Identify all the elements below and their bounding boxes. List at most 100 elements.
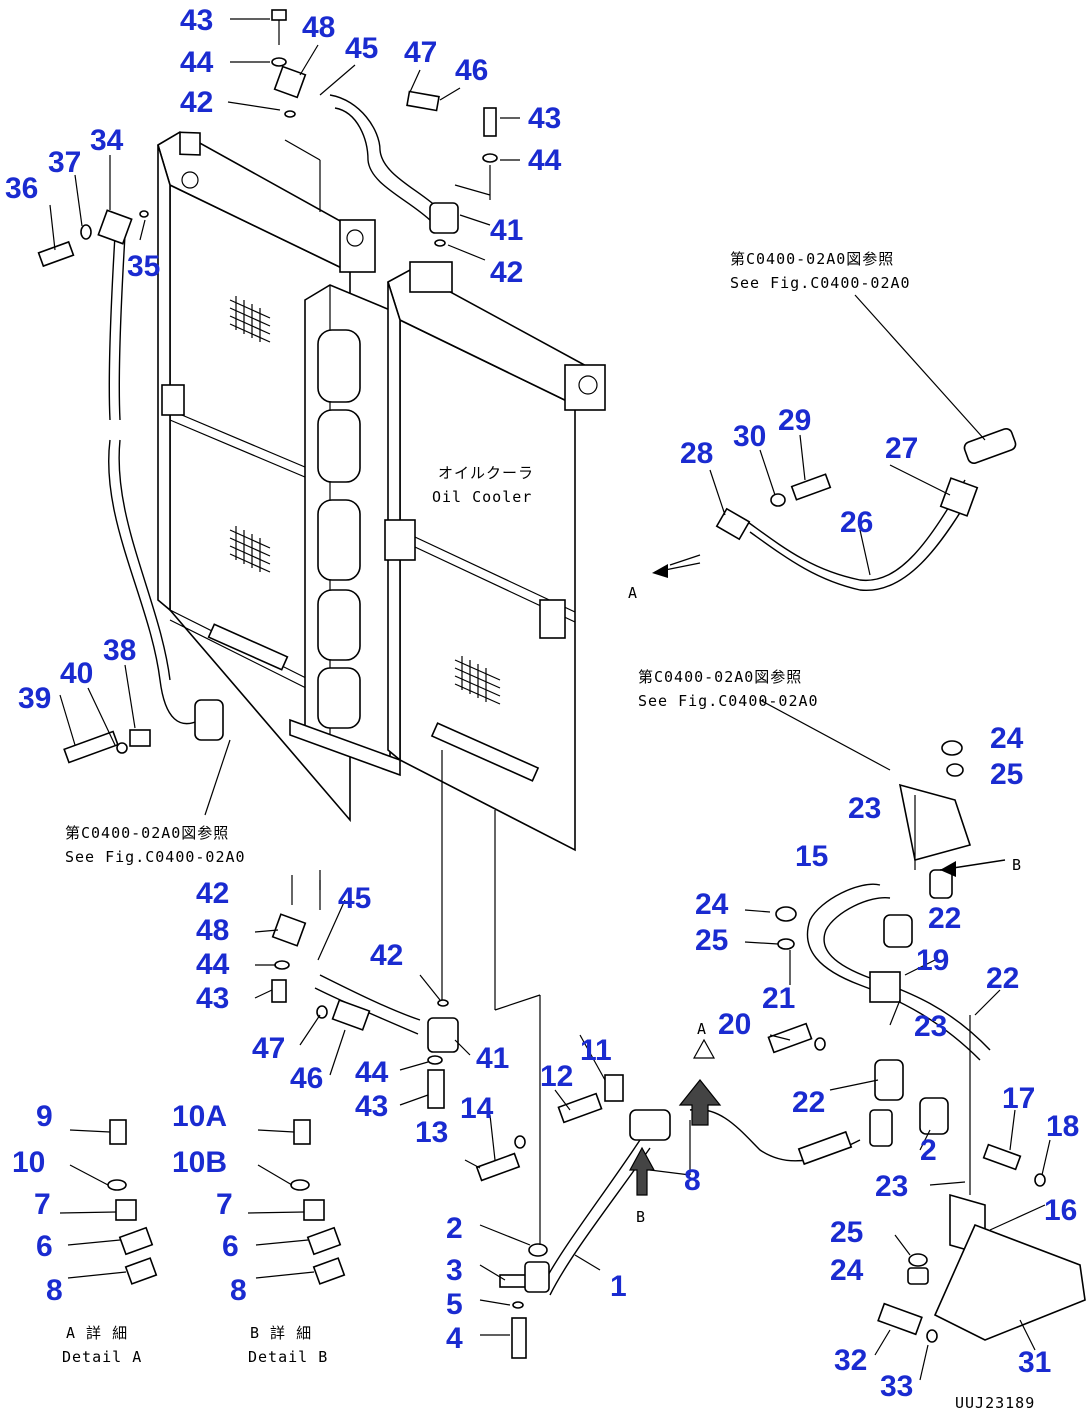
callout-10: 10: [12, 1146, 45, 1179]
arrow-a-top-icon: [652, 564, 668, 578]
callout-2: 2: [446, 1212, 463, 1245]
oil-cooler-label-en: Oil Cooler: [432, 488, 532, 506]
callout-23: 23: [875, 1170, 908, 1203]
callout-9: 9: [36, 1100, 53, 1133]
callout-8: 8: [230, 1274, 247, 1307]
callout-31: 31: [1018, 1346, 1051, 1379]
callout-42: 42: [490, 256, 523, 289]
callout-48: 48: [196, 914, 229, 947]
callout-40: 40: [60, 657, 93, 690]
flow-arrows: [628, 562, 1006, 1196]
ref-note-left-en: See Fig.C0400-02A0: [65, 848, 246, 866]
ref-note-top-jp: 第C0400-02A0図参照: [730, 250, 894, 268]
callout-37: 37: [48, 146, 81, 179]
callout-27: 27: [885, 432, 918, 465]
ref-note-mid-jp: 第C0400-02A0図参照: [638, 668, 802, 686]
callout-46: 46: [290, 1062, 323, 1095]
center-frame: [289, 284, 401, 777]
callout-46: 46: [455, 54, 488, 87]
callout-24: 24: [695, 888, 729, 921]
callout-7: 7: [34, 1188, 51, 1221]
arrow-label-b-lower: B: [636, 1208, 646, 1226]
callout-42: 42: [180, 86, 213, 119]
callout-44: 44: [196, 948, 230, 981]
callout-8: 8: [684, 1164, 701, 1197]
detail-b-title-en: Detail B: [248, 1348, 328, 1366]
callout-20: 20: [718, 1008, 751, 1041]
callout-15: 15: [795, 840, 828, 873]
callout-13: 13: [415, 1116, 448, 1149]
callout-43: 43: [196, 982, 229, 1015]
callout-23: 23: [914, 1010, 947, 1043]
callout-38: 38: [103, 634, 136, 667]
text-notes: 第C0400-02A0図参照 See Fig.C0400-02A0 第C0400…: [62, 250, 1035, 1412]
callout-14: 14: [460, 1092, 494, 1125]
callout-11: 11: [580, 1034, 612, 1067]
oil-cooler-core: [384, 261, 606, 852]
callout-43: 43: [180, 4, 213, 37]
callout-17: 17: [1002, 1082, 1035, 1115]
arrow-b-right-icon: [940, 861, 956, 877]
callout-2: 2: [920, 1134, 937, 1167]
ref-note-left-jp: 第C0400-02A0図参照: [65, 824, 229, 842]
callout-18: 18: [1046, 1110, 1079, 1143]
callout-43: 43: [528, 102, 561, 135]
callout-23: 23: [848, 792, 881, 825]
callout-35: 35: [127, 250, 160, 283]
callout-22: 22: [792, 1086, 825, 1119]
ref-note-top-en: See Fig.C0400-02A0: [730, 274, 911, 292]
arrow-label-b-right: B: [1012, 856, 1022, 874]
callout-47: 47: [404, 36, 437, 69]
callout-6: 6: [222, 1230, 239, 1263]
callout-22: 22: [986, 962, 1019, 995]
callout-8: 8: [46, 1274, 63, 1307]
callout-29: 29: [778, 404, 811, 437]
callout-5: 5: [446, 1288, 463, 1321]
callout-25: 25: [695, 924, 728, 957]
callout-16: 16: [1044, 1194, 1077, 1227]
callout-36: 36: [5, 172, 38, 205]
detail-b-title-jp: B 詳 細: [250, 1324, 312, 1342]
drawing-number: UUJ23189: [955, 1394, 1035, 1412]
core-grid-right: [454, 656, 501, 705]
callout-22: 22: [928, 902, 961, 935]
callout-44: 44: [355, 1056, 389, 1089]
callout-24: 24: [830, 1254, 864, 1287]
callout-4: 4: [446, 1322, 463, 1355]
callout-25: 25: [830, 1216, 863, 1249]
callout-7: 7: [216, 1188, 233, 1221]
callout-45: 45: [345, 32, 378, 65]
callout-33: 33: [880, 1370, 913, 1403]
callout-45: 45: [338, 882, 371, 915]
leader-lines: [49, 18, 1051, 1381]
oil-cooler-label-jp: オイルクーラ: [438, 464, 534, 482]
callout-10b: 10B: [172, 1146, 227, 1179]
callout-42: 42: [370, 939, 403, 972]
callout-25: 25: [990, 758, 1023, 791]
detail-a-title-jp: A 詳 細: [66, 1324, 128, 1342]
callout-21: 21: [762, 982, 795, 1015]
callout-43: 43: [355, 1090, 388, 1123]
small-parts: [37, 9, 1086, 1359]
callout-41: 41: [490, 214, 523, 247]
ref-note-mid-en: See Fig.C0400-02A0: [638, 692, 819, 710]
detail-a-title-en: Detail A: [62, 1348, 142, 1366]
arrow-label-a-top: A: [628, 584, 638, 602]
callout-42: 42: [196, 877, 229, 910]
core-grid-left-bottom: [229, 526, 271, 573]
callout-44: 44: [528, 144, 562, 177]
callout-1: 1: [610, 1270, 627, 1303]
callout-47: 47: [252, 1032, 285, 1065]
callout-26: 26: [840, 506, 873, 539]
callout-12: 12: [540, 1060, 573, 1093]
callout-32: 32: [834, 1344, 867, 1377]
callout-19: 19: [916, 944, 949, 977]
callout-10a: 10A: [172, 1100, 227, 1133]
arrow-b-lower-icon: [628, 1146, 656, 1196]
callout-28: 28: [680, 437, 713, 470]
arrow-a-mid-icon: [692, 1038, 716, 1059]
callout-48: 48: [302, 11, 335, 44]
callout-30: 30: [733, 420, 766, 453]
